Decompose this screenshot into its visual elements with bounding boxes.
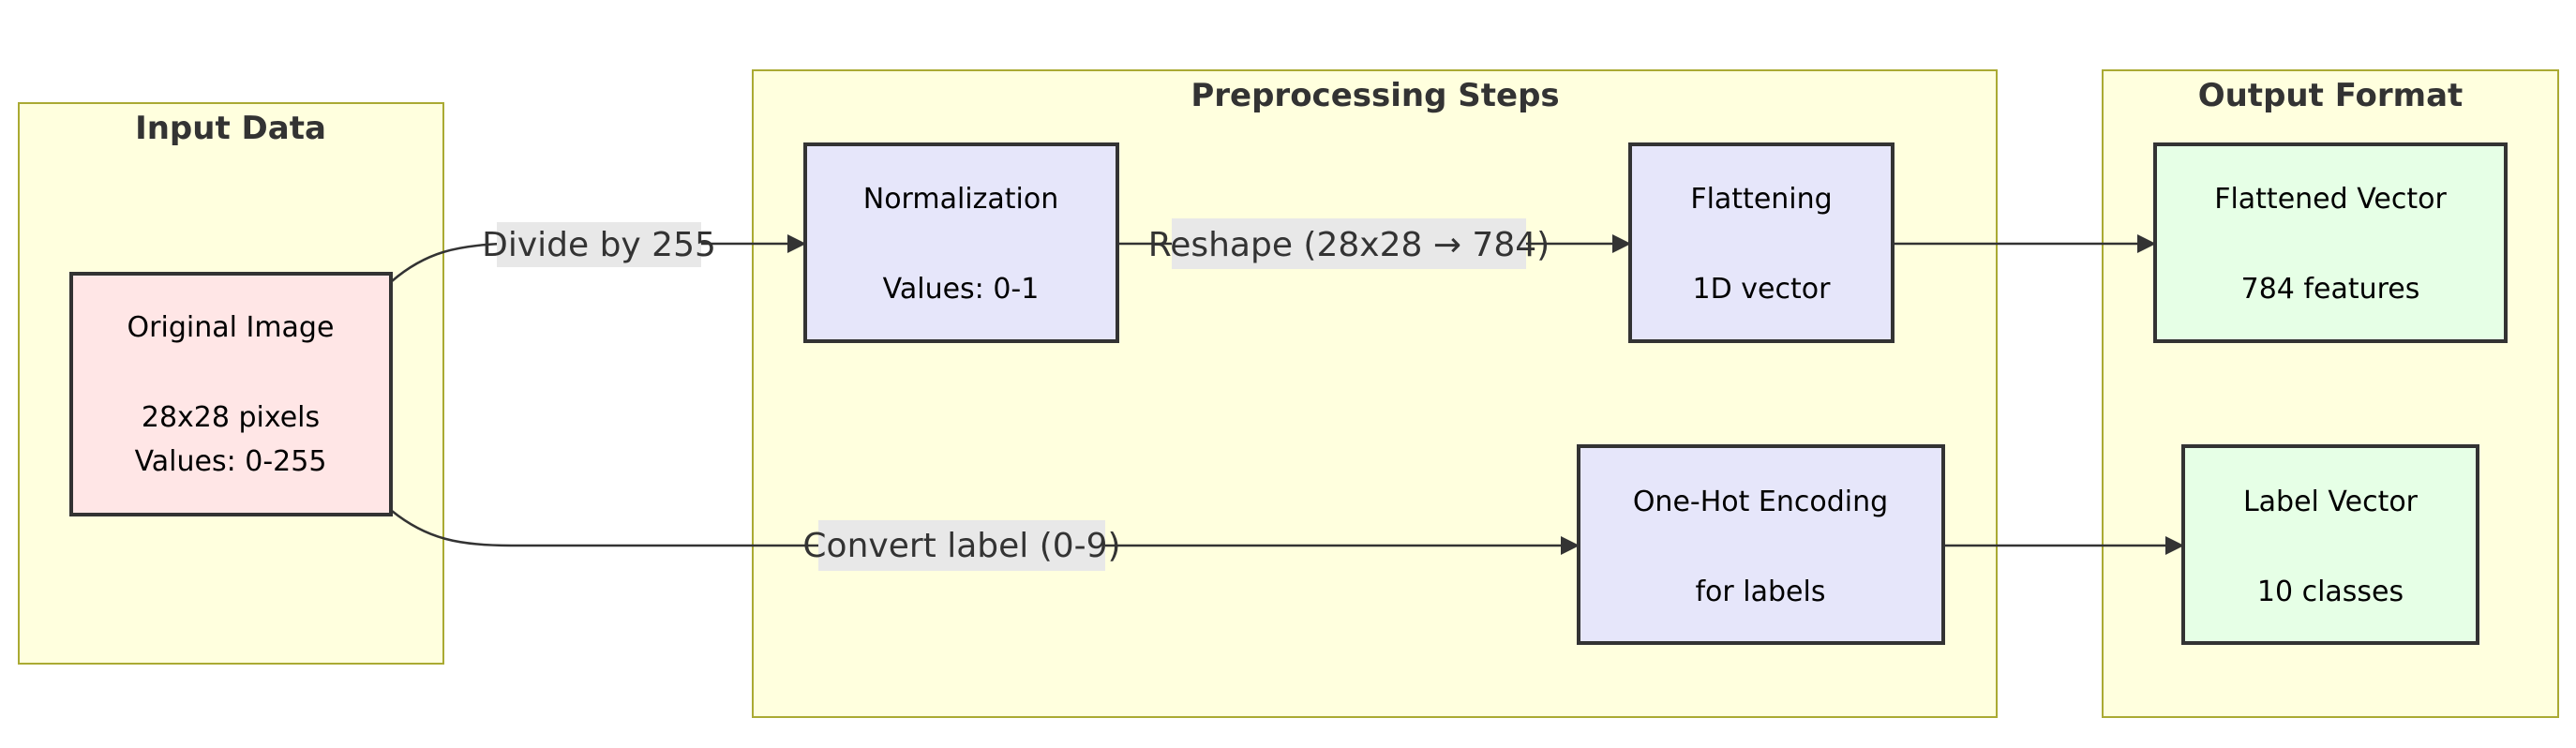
edge-label-divide: Divide by 255 (482, 222, 716, 267)
node-one-hot-desc: for labels (1696, 576, 1826, 608)
cluster-title-output-format: Output Format (2198, 77, 2464, 114)
edge-label-divide-text: Divide by 255 (482, 226, 716, 264)
node-original-image: Original Image 28x28 pixels Values: 0-25… (69, 272, 393, 516)
cluster-title-preprocessing-steps: Preprocessing Steps (1191, 77, 1559, 114)
edge-label-reshape: Reshape (28x28 → 784) (1148, 218, 1550, 269)
node-label-vector-title: Label Vector (2243, 486, 2419, 518)
node-original-image-title: Original Image (127, 311, 335, 344)
node-flattened-vector: Flattened Vector 784 features (2153, 142, 2508, 343)
edge-original-to-one-hot (391, 510, 1580, 555)
node-normalization: Normalization Values: 0-1 (803, 142, 1119, 343)
node-label-vector: Label Vector 10 classes (2181, 444, 2479, 645)
node-flattening-title: Flattening (1690, 183, 1832, 216)
node-flattened-vector-desc: 784 features (2241, 273, 2420, 306)
edge-label-convert: Convert label (0-9) (802, 520, 1121, 571)
edge-label-reshape-text: Reshape (28x28 → 784) (1148, 226, 1550, 264)
node-flattening-desc: 1D vector (1693, 273, 1832, 306)
node-flattening: Flattening 1D vector (1628, 142, 1895, 343)
node-one-hot-title: One-Hot Encoding (1633, 486, 1888, 518)
node-original-image-values: Values: 0-255 (135, 445, 327, 478)
edge-original-to-normalization (391, 234, 806, 282)
edge-label-convert-text: Convert label (0-9) (802, 527, 1120, 565)
node-flattened-vector-title: Flattened Vector (2214, 183, 2447, 216)
node-label-vector-desc: 10 classes (2257, 576, 2404, 608)
node-one-hot-encoding: One-Hot Encoding for labels (1577, 444, 1945, 645)
node-original-image-size: 28x28 pixels (142, 401, 320, 434)
cluster-title-input-data: Input Data (135, 110, 326, 147)
node-normalization-title: Normalization (863, 183, 1058, 216)
node-normalization-values: Values: 0-1 (883, 273, 1040, 306)
